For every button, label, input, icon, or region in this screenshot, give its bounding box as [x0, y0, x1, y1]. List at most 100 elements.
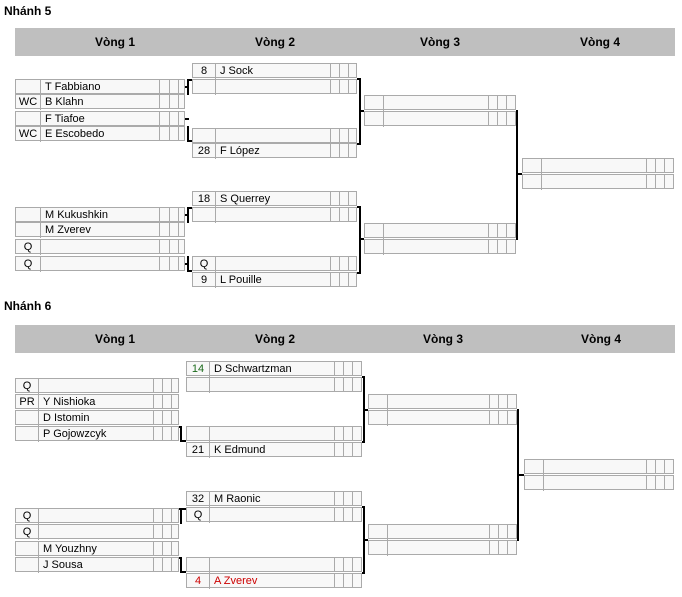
- seed: Q: [16, 509, 39, 524]
- seed: WC: [16, 127, 41, 142]
- seed: 9: [193, 273, 216, 288]
- r4-slot: [524, 475, 674, 491]
- round-label: Vòng 4: [580, 332, 621, 346]
- r2-slot: 21 K Edmund: [186, 442, 362, 458]
- round-header-bar-6: Vòng 1 Vòng 2 Vòng 3 Vòng 4: [15, 325, 675, 353]
- r1-slot: Q: [15, 508, 179, 524]
- seed: WC: [16, 95, 41, 110]
- seed: [16, 542, 39, 557]
- player-name: K Edmund: [214, 444, 266, 456]
- r3-slot: [364, 223, 516, 239]
- r1-slot: Q: [15, 524, 179, 540]
- r2-slot: Q: [192, 256, 357, 272]
- r2-slot: [186, 426, 362, 442]
- r1-slot: Q: [15, 256, 185, 272]
- r4-slot: [522, 158, 674, 174]
- r2-slot: [192, 128, 357, 144]
- r1-slot: J Sousa: [15, 557, 179, 573]
- seed: [193, 129, 216, 144]
- player-name: D Schwartzman: [214, 363, 292, 375]
- player-name: F Tiafoe: [45, 113, 85, 125]
- player-name: [39, 379, 43, 394]
- r2-slot: 32 M Raonic: [186, 491, 362, 507]
- seed: [16, 411, 39, 426]
- round-label: Vòng 1: [94, 35, 135, 49]
- player-name: M Zverev: [45, 224, 91, 236]
- r2-slot: Q: [186, 507, 362, 523]
- r2-slot: [192, 207, 357, 223]
- round-label: Vòng 2: [254, 332, 295, 346]
- player-name: S Querrey: [220, 193, 271, 205]
- seed: [16, 223, 41, 238]
- r2-slot: [192, 79, 357, 95]
- player-name: [39, 525, 43, 540]
- player-name: [210, 427, 214, 442]
- r1-slot: D Istomin: [15, 410, 179, 426]
- round-label: Vòng 1: [94, 332, 135, 346]
- round-label: Vòng 3: [422, 332, 463, 346]
- r4-slot: [524, 459, 674, 475]
- round-label: Vòng 2: [254, 35, 295, 49]
- seed: [187, 378, 210, 393]
- seed: Q: [16, 257, 41, 272]
- seed: 14: [187, 362, 210, 377]
- r1-slot: F Tiafoe: [15, 111, 185, 127]
- r2-slot: [186, 557, 362, 573]
- r2-slot: [186, 377, 362, 393]
- seed: [16, 80, 41, 95]
- seed: [193, 80, 216, 95]
- seed: 28: [193, 144, 216, 159]
- player-name: M Kukushkin: [45, 209, 108, 221]
- seed: [16, 208, 41, 223]
- seed: 21: [187, 443, 210, 458]
- round-header-bar-5: Vòng 1 Vòng 2 Vòng 3 Vòng 4: [15, 28, 675, 56]
- player-name: [216, 80, 220, 95]
- player-name: [39, 509, 43, 524]
- r1-slot: WC E Escobedo: [15, 126, 185, 142]
- r1-slot: PR Y Nishioka: [15, 394, 179, 410]
- player-name: [210, 558, 214, 573]
- player-name: [216, 208, 220, 223]
- player-name: A Zverev: [214, 575, 258, 587]
- player-name: M Raonic: [214, 493, 261, 505]
- seed: 32: [187, 492, 210, 507]
- r3-slot: [368, 394, 517, 410]
- seed: PR: [16, 395, 39, 410]
- seed: Q: [193, 257, 216, 272]
- player-name: J Sousa: [43, 559, 83, 571]
- r1-slot: M Youzhny: [15, 541, 179, 557]
- r1-slot: P Gojowzcyk: [15, 426, 179, 442]
- r2-slot: 18 S Querrey: [192, 191, 357, 207]
- seed: [16, 427, 39, 442]
- player-name: M Youzhny: [43, 543, 97, 555]
- seed: [16, 558, 39, 573]
- r3-slot: [364, 111, 516, 127]
- r3-slot: [368, 524, 517, 540]
- r1-slot: M Kukushkin: [15, 207, 185, 223]
- player-name: J Sock: [220, 65, 254, 77]
- player-name: E Escobedo: [45, 128, 105, 140]
- r2-slot: 14 D Schwartzman: [186, 361, 362, 377]
- section-title-6: Nhánh 6: [4, 299, 52, 313]
- player-name: L Pouille: [220, 274, 262, 286]
- seed: Q: [16, 525, 39, 540]
- r3-slot: [368, 540, 517, 556]
- seed: Q: [16, 379, 39, 394]
- player-name: [41, 240, 45, 255]
- player-name: B Klahn: [45, 96, 84, 108]
- round-label: Vòng 4: [579, 35, 620, 49]
- r2-slot: 4 A Zverev: [186, 573, 362, 589]
- section-title-5: Nhánh 5: [4, 4, 52, 18]
- seed: [193, 208, 216, 223]
- seed: [187, 558, 210, 573]
- r2-slot: 28 F López: [192, 143, 357, 159]
- r1-slot: Q: [15, 378, 179, 394]
- r3-slot: [364, 95, 516, 111]
- player-name: T Fabbiano: [45, 81, 101, 93]
- player-name: Y Nishioka: [43, 396, 96, 408]
- player-name: P Gojowzcyk: [43, 428, 107, 440]
- r1-slot: T Fabbiano: [15, 79, 185, 95]
- player-name: [216, 129, 220, 144]
- r3-slot: [364, 239, 516, 255]
- seed: [187, 427, 210, 442]
